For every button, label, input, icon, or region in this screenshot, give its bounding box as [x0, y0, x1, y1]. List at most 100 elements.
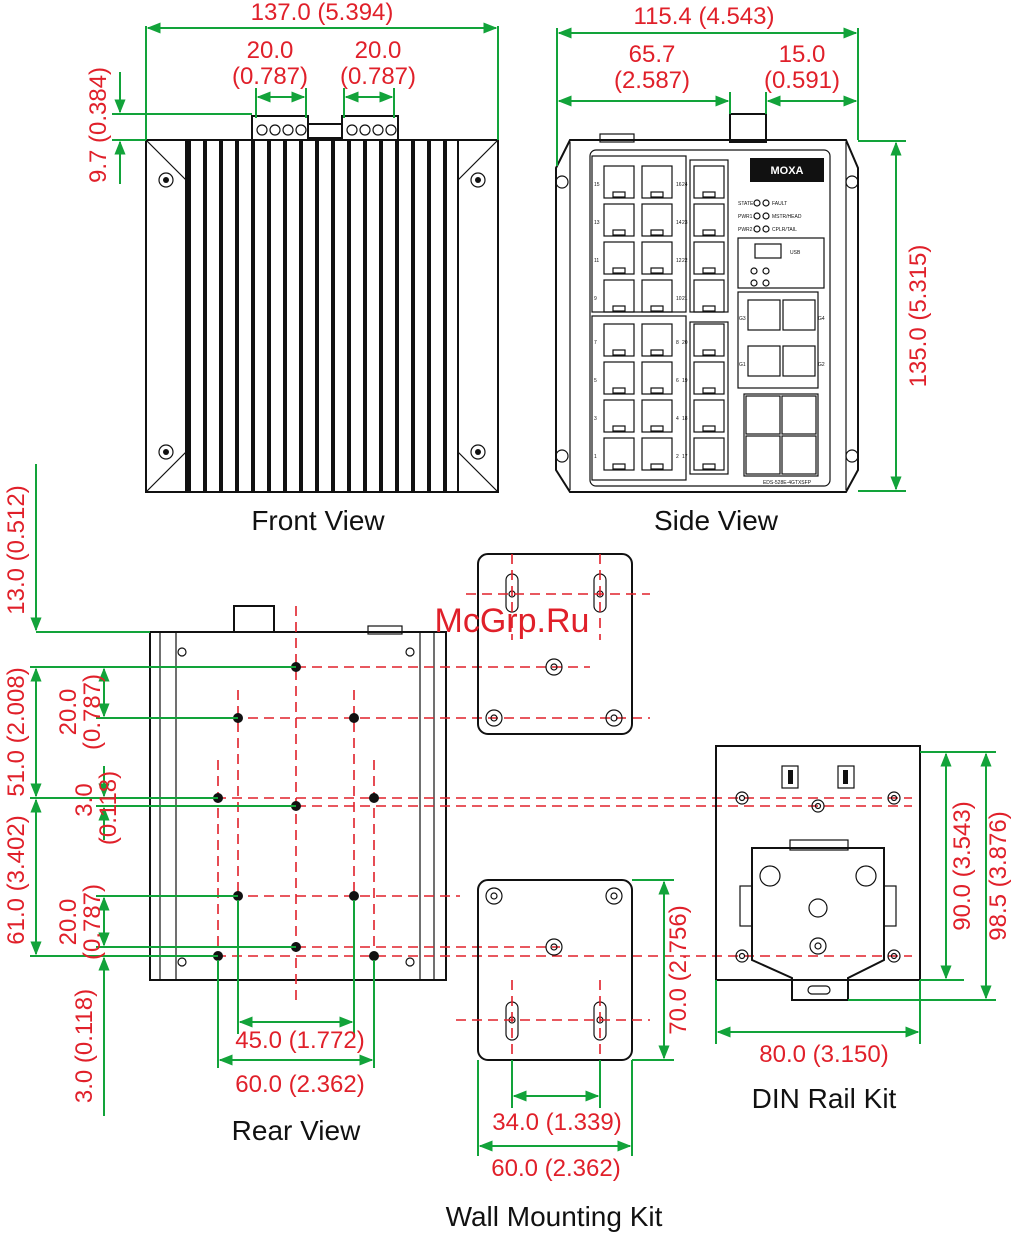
dim-side-a-mm: 65.7 [629, 41, 676, 68]
rj45-tab [612, 229, 626, 236]
model-label: EDS-528E-4GTXSFP [763, 480, 812, 486]
dim-rear-51: 51.0 (2.008) [3, 667, 30, 796]
moxa-logo [750, 158, 824, 182]
rj45-port [693, 165, 725, 199]
port-number: 13 [594, 220, 600, 226]
front-panel [589, 149, 831, 487]
rj45-port [603, 203, 635, 237]
dim-front-offset: 9.7 (0.384) [85, 67, 112, 183]
dim-terminal-1-in: (0.787) [232, 63, 308, 90]
led-label: STATE [738, 201, 754, 207]
watermark: McGrp.Ru [435, 602, 590, 640]
port-number: 19 [682, 378, 688, 384]
din-clip [751, 847, 885, 1001]
dim-rear-45: 45.0 (1.772) [235, 1027, 364, 1054]
rj45-tab [612, 349, 626, 356]
port-number: 18 [682, 416, 688, 422]
rj45-tab [650, 191, 664, 198]
dim-terminal-2-in: (0.787) [340, 63, 416, 90]
rj45-tab [650, 267, 664, 274]
rj45-port [641, 241, 673, 275]
wall-mounting-kit: 70.0 (2.756) 34.0 (1.339) 60.0 (2.362) W… [446, 553, 692, 1232]
rj45-port [693, 323, 725, 357]
dim-rear-20a-mm: 20.0 [55, 689, 82, 736]
dim-din-90: 90.0 (3.543) [949, 801, 976, 930]
gig-label: G3 [739, 316, 746, 322]
rj45-tab [650, 305, 664, 312]
led-label: CPLR/TAIL [772, 227, 797, 233]
dim-wall-70: 70.0 (2.756) [665, 905, 692, 1034]
logo-text: MOXA [771, 165, 804, 177]
heatsink-fins [185, 139, 459, 493]
rear-view: 13.0 (0.512) 51.0 (2.008) 20.0 (0.787) 3… [3, 464, 912, 1146]
gig-rj45-ports [747, 299, 816, 377]
port-number: 23 [682, 220, 688, 226]
rj45-tab [702, 229, 716, 236]
port-number: 16 [676, 182, 682, 188]
gig-led-icons [750, 267, 770, 287]
rj45-tab [702, 349, 716, 356]
rear-connector [233, 605, 275, 633]
wall-plate-lower [477, 879, 633, 1061]
sfp-ports [743, 393, 819, 477]
dim-side-b-mm: 15.0 [779, 41, 826, 68]
caption-front-view: Front View [251, 505, 385, 536]
rj45-tab [612, 425, 626, 432]
port-number: 15 [594, 182, 600, 188]
port-number: 2 [676, 454, 679, 460]
led-label: MSTR/HEAD [772, 214, 802, 220]
dim-rear-3a-in: (0.118) [95, 771, 122, 845]
rj45-port [693, 241, 725, 275]
rj45-port [641, 323, 673, 357]
dim-din-98-5: 98.5 (3.876) [985, 811, 1012, 940]
dim-rear-20b-in: (0.787) [79, 884, 106, 960]
gig-label: G2 [818, 362, 825, 368]
port-number: 24 [682, 182, 688, 188]
caption-din-kit: DIN Rail Kit [752, 1083, 897, 1114]
side-body [555, 139, 859, 493]
rj45-tab [702, 387, 716, 394]
port-number: 17 [682, 454, 688, 460]
dim-side-height: 135.0 (5.315) [905, 245, 932, 388]
caption-wall-kit: Wall Mounting Kit [446, 1201, 663, 1232]
port-number: 9 [594, 296, 597, 302]
caption-rear-view: Rear View [232, 1115, 361, 1146]
dim-din-80: 80.0 (3.150) [759, 1041, 888, 1068]
rj45-port [641, 203, 673, 237]
port-number: 22 [682, 258, 688, 264]
rj45-tab [612, 463, 626, 470]
rj45-tab [612, 267, 626, 274]
rj45-tab [702, 425, 716, 432]
port-number: 1 [594, 454, 597, 460]
port-number: 4 [676, 416, 679, 422]
rj45-tab [650, 229, 664, 236]
rj45-port [603, 165, 635, 199]
dim-side-a-in: (2.587) [614, 67, 690, 94]
terminal-block-left [251, 115, 309, 141]
dim-front-width: 137.0 (5.394) [251, 0, 394, 26]
terminal-bridge [307, 123, 343, 139]
usb-label: USB [790, 250, 801, 256]
rj45-port [693, 279, 725, 313]
rj45-tab [702, 463, 716, 470]
connector-top [729, 113, 767, 143]
rj45-tab [650, 387, 664, 394]
dim-rear-3a-mm: 3.0 [71, 783, 98, 816]
front-view: 137.0 (5.394) 20.0 (0.787) 20.0 (0.787) … [85, 0, 499, 536]
rj45-tab [650, 349, 664, 356]
dim-wall-60: 60.0 (2.362) [491, 1155, 620, 1182]
dim-terminal-2-mm: 20.0 [355, 37, 402, 64]
din-rail-kit: 90.0 (3.543) 98.5 (3.876) 80.0 (3.150) D… [715, 745, 1012, 1114]
dim-rear-20b-mm: 20.0 [55, 899, 82, 946]
port-number: 20 [682, 340, 688, 346]
rj45-port [603, 361, 635, 395]
rj45-tab [650, 463, 664, 470]
dim-rear-61: 61.0 (3.402) [3, 815, 30, 944]
dim-side-b-in: (0.591) [764, 67, 840, 94]
mounting-screw-icon [158, 172, 486, 460]
terminal-block-right [341, 115, 399, 141]
wall-plate-upper [477, 553, 633, 735]
port-number: 8 [676, 340, 679, 346]
